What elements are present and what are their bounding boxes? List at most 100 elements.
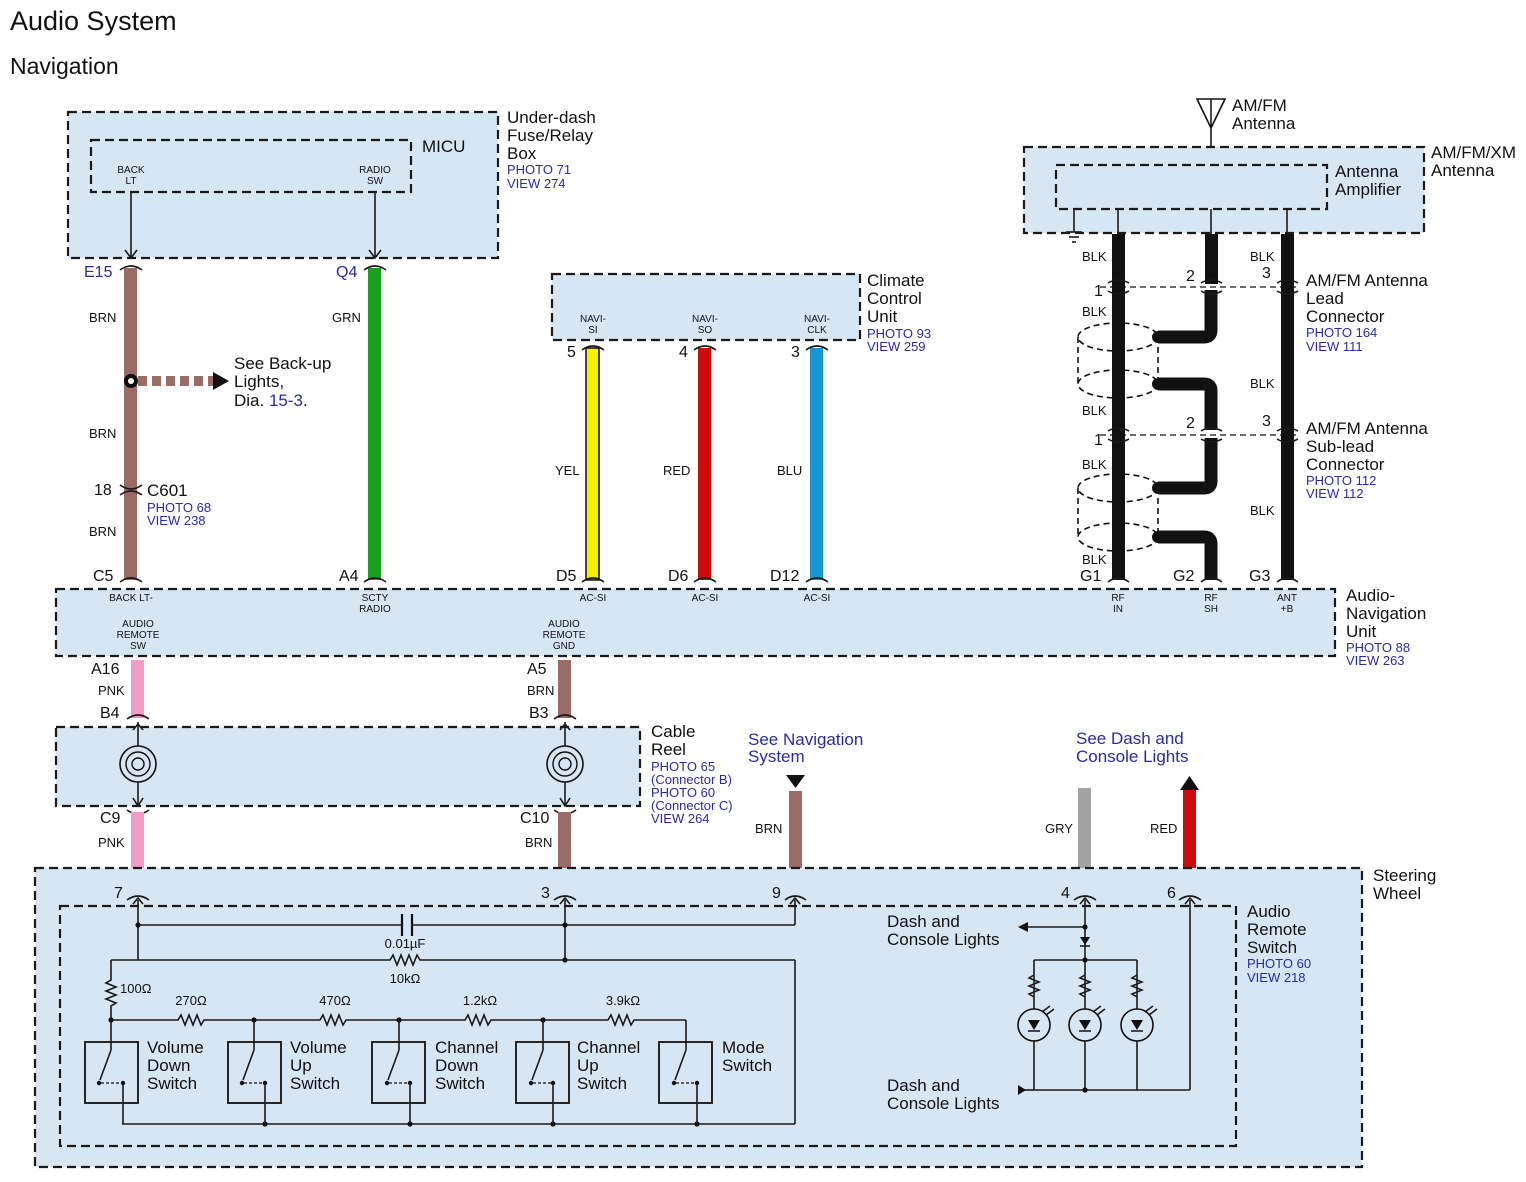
- wire-color-label: GRY: [1045, 821, 1073, 836]
- component-name: Box: [507, 144, 537, 163]
- channel-up-switch: Channel Up Switch: [515, 1020, 640, 1124]
- wire-color-label: BLK: [1250, 249, 1275, 264]
- wire-color-label: RED: [1150, 821, 1177, 836]
- component-name: AM/FM Antenna: [1306, 419, 1428, 438]
- svg-text:4: 4: [679, 344, 688, 361]
- c601-pin: 18: [94, 482, 112, 499]
- svg-text:Switch: Switch: [147, 1074, 197, 1093]
- view-ref: VIEW 218: [1247, 970, 1306, 985]
- capacitor-label: 0.01µF: [385, 936, 426, 951]
- pin-label: RADIO: [359, 165, 391, 176]
- component-name: Sub-lead: [1306, 437, 1374, 456]
- antenna-wires: BLK BLK BLK BLK BLK BLK BLK BLK 1 2 3 1 …: [1077, 234, 1300, 583]
- component-name: AM/FM Antenna: [1306, 271, 1428, 290]
- wire-brn-backlt: BRN BRN BRN See Back-up Lights, Dia. 15-…: [89, 265, 331, 583]
- svg-text:PHOTO 65: PHOTO 65: [651, 759, 715, 774]
- svg-text:A16: A16: [91, 661, 120, 678]
- pin-label: BACK: [117, 165, 145, 176]
- svg-text:G1: G1: [1080, 568, 1101, 585]
- component-name: Under-dash: [507, 108, 596, 127]
- svg-text:AC-SI: AC-SI: [580, 593, 607, 604]
- wire-brn-remote-gnd: A5 BRN B3: [527, 660, 577, 722]
- wire-color-label: BLU: [777, 463, 802, 478]
- svg-text:Down: Down: [147, 1056, 190, 1075]
- component-name: Audio: [1247, 902, 1290, 921]
- svg-text:NAVI-: NAVI-: [692, 314, 718, 325]
- component-name: Unit: [867, 307, 898, 326]
- view-ref: VIEW 259: [867, 339, 926, 354]
- wire-color-label: BRN: [525, 835, 552, 850]
- view-ref: VIEW 274: [507, 176, 566, 191]
- svg-text:9: 9: [772, 885, 781, 902]
- backup-dia-link[interactable]: Dia. 15-3.: [234, 391, 308, 410]
- view-ref: VIEW 112: [1306, 486, 1364, 501]
- c601-label: C601: [147, 481, 188, 500]
- svg-text:Switch: Switch: [435, 1074, 485, 1093]
- photo-ref: PHOTO 93: [867, 326, 931, 341]
- photo-ref: PHOTO 60: [1247, 956, 1311, 971]
- svg-text:D5: D5: [556, 568, 577, 585]
- wire-color-label: GRN: [332, 310, 361, 325]
- wire-color-label: BRN: [527, 683, 554, 698]
- antenna-label: Antenna: [1232, 114, 1296, 133]
- svg-text:SI: SI: [588, 325, 597, 336]
- photo-ref: PHOTO 71: [507, 162, 571, 177]
- svg-text:System: System: [748, 747, 805, 766]
- wire-color-label: BLK: [1082, 403, 1107, 418]
- view-ref: VIEW 238: [147, 513, 206, 528]
- wire-color-label: BLK: [1082, 552, 1107, 567]
- svg-text:VIEW 264: VIEW 264: [651, 811, 710, 826]
- wire-color-label: BRN: [89, 426, 116, 441]
- wire-color-label: BLK: [1250, 376, 1275, 391]
- dash-lights-label: Console Lights: [887, 930, 999, 949]
- svg-text:3: 3: [541, 885, 550, 902]
- wire-red: RED: [663, 345, 717, 583]
- svg-text:G2: G2: [1173, 568, 1194, 585]
- svg-text:C5: C5: [93, 568, 114, 585]
- volume-down-switch: Volume Down Switch: [84, 1020, 204, 1124]
- view-ref: VIEW 111: [1306, 339, 1363, 354]
- amplifier-label: Antenna: [1335, 162, 1399, 181]
- wire-grn: GRN: [332, 265, 387, 583]
- connector-e15: E15: [84, 264, 113, 281]
- svg-text:NAVI-: NAVI-: [580, 314, 606, 325]
- volume-up-switch: Volume Up Switch: [227, 1020, 347, 1124]
- antenna-assembly: AM/FM Antenna Antenna Amplifier AM/FM/XM…: [1022, 96, 1516, 243]
- svg-text:Switch: Switch: [722, 1056, 772, 1075]
- svg-text:IN: IN: [1113, 604, 1123, 615]
- backup-ref: See Back-up: [234, 354, 331, 373]
- component-name: Remote: [1247, 920, 1307, 939]
- svg-text:C9: C9: [100, 810, 121, 827]
- svg-text:RF: RF: [1111, 593, 1124, 604]
- photo-ref: PHOTO 112: [1306, 473, 1376, 488]
- svg-text:Channel: Channel: [435, 1038, 498, 1057]
- photo-ref: PHOTO 88: [1346, 640, 1410, 655]
- svg-text:RADIO: RADIO: [359, 604, 391, 615]
- component-name: Fuse/Relay: [507, 126, 593, 145]
- wire-color-label: PNK: [98, 683, 125, 698]
- dash-lights-label: Dash and: [887, 1076, 960, 1095]
- micu-label: MICU: [422, 137, 465, 156]
- svg-text:3: 3: [1262, 265, 1271, 282]
- svg-text:CLK: CLK: [807, 325, 827, 336]
- photo-ref: PHOTO 68: [147, 500, 211, 515]
- pin-label: LT: [126, 176, 137, 187]
- svg-text:5: 5: [567, 344, 576, 361]
- svg-text:Console Lights: Console Lights: [1076, 747, 1188, 766]
- svg-text:3: 3: [1262, 413, 1271, 430]
- wire-color-label: RED: [663, 463, 690, 478]
- svg-text:2: 2: [1186, 415, 1195, 432]
- svg-text:(Connector C): (Connector C): [651, 798, 733, 813]
- channel-down-switch: Channel Down Switch: [371, 1020, 498, 1124]
- svg-text:A5: A5: [527, 661, 547, 678]
- component-name: Antenna: [1431, 161, 1495, 180]
- svg-text:B4: B4: [100, 705, 120, 722]
- wire-pnk-remote: A16 PNK B4: [91, 660, 150, 722]
- svg-text:3: 3: [791, 344, 800, 361]
- steering-wheel: Steering Wheel: [33, 866, 1436, 1169]
- svg-text:D6: D6: [668, 568, 689, 585]
- connector-q4: Q4: [336, 264, 357, 281]
- svg-text:A4: A4: [339, 568, 359, 585]
- svg-text:(Connector B): (Connector B): [651, 772, 732, 787]
